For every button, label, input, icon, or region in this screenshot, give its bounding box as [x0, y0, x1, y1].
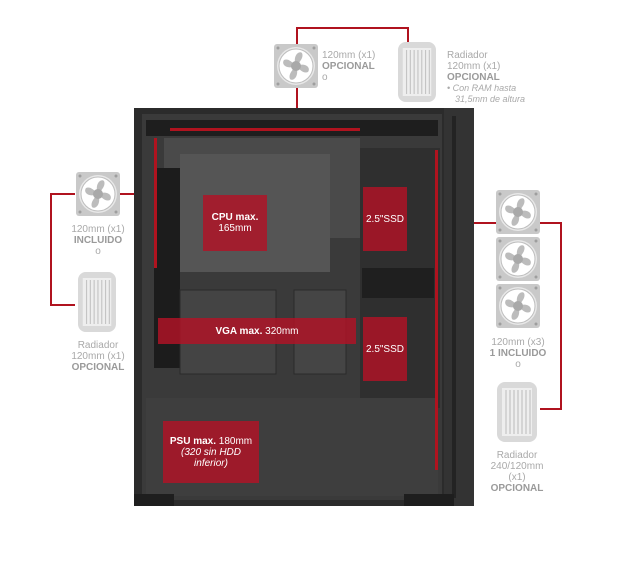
vga-clearance-zone: VGA max. 320mm	[158, 318, 356, 344]
connector-rear-horizontal-bottom	[50, 304, 75, 306]
front-radiator-size: 240/120mm	[490, 461, 544, 472]
psu-note-1: (320 sin HDD	[180, 446, 242, 458]
top-fan-icon	[274, 44, 318, 88]
connector-front-horizontal-bottom	[540, 408, 562, 410]
ssd-bay-1: 2.5"SSD	[363, 187, 407, 251]
connector-front-right-top	[540, 222, 562, 224]
top-fan-mount-highlight	[170, 128, 360, 131]
front-fan-2-icon	[496, 237, 540, 281]
rear-radiator-size: 120mm (x1)	[71, 351, 125, 362]
psu-note-2: inferior)	[194, 457, 228, 469]
rear-radiator-label: Radiador 120mm (x1) OPCIONAL	[60, 340, 136, 373]
front-fan-3-icon	[496, 284, 540, 328]
rear-fan-label: 120mm (x1) INCLUIDO o	[62, 224, 134, 257]
rear-fan-icon	[76, 172, 120, 216]
connector-rear-horizontal-top	[50, 193, 75, 195]
front-radiator-icon	[497, 382, 537, 442]
rear-fan-size: 120mm (x1)	[71, 224, 125, 235]
front-radiator-status: OPCIONAL	[490, 483, 544, 494]
connector-rear-vertical	[50, 193, 52, 306]
top-fan-qty: o	[322, 72, 328, 83]
connector-front-vertical	[560, 222, 562, 410]
rear-radiator-icon	[78, 272, 116, 332]
top-fan-label: 120mm (x1) OPCIONAL o	[322, 50, 375, 83]
front-fans-qty: o	[515, 359, 521, 370]
ssd1-label: 2.5"SSD	[365, 213, 404, 225]
connector-top-horizontal	[296, 27, 409, 29]
psu-label: PSU max.	[169, 435, 216, 447]
top-radiator-title: Radiador	[447, 50, 488, 61]
top-fan-status: OPCIONAL	[322, 61, 375, 72]
front-fan-1-icon	[496, 190, 540, 234]
top-radiator-note-1: • Con RAM hasta	[447, 83, 517, 93]
top-radiator-size: 120mm (x1)	[447, 61, 501, 72]
cpu-clearance-zone: CPU max.165mm	[203, 195, 267, 251]
vga-value: 320mm	[265, 325, 299, 337]
front-fans-status: 1 INCLUIDO	[489, 348, 547, 359]
rear-fan-mount-highlight	[154, 138, 157, 268]
psu-value: 180mm	[218, 435, 253, 447]
rear-radiator-title: Radiador	[77, 340, 119, 351]
cpu-label: CPU max.	[211, 212, 259, 223]
top-fan-size: 120mm (x1)	[322, 50, 376, 61]
front-radiator-title: Radiador	[496, 450, 538, 461]
rear-fan-status: INCLUIDO	[73, 235, 123, 246]
rear-fan-qty: o	[95, 246, 101, 257]
cpu-value: 165mm	[218, 223, 252, 234]
front-radiator-count: (x1)	[508, 472, 526, 483]
top-radiator-icon	[398, 42, 436, 102]
connector-top-right-vertical	[407, 27, 409, 43]
top-radiator-label: Radiador 120mm (x1) OPCIONAL • Con RAM h…	[447, 50, 525, 105]
pc-case	[134, 108, 474, 506]
rear-radiator-status: OPCIONAL	[71, 362, 125, 373]
front-radiator-label: Radiador 240/120mm (x1) OPCIONAL	[478, 450, 556, 494]
ssd-bay-2: 2.5"SSD	[363, 317, 407, 381]
top-radiator-status: OPCIONAL	[447, 72, 500, 83]
top-radiator-note-2: 31,5mm de altura	[455, 94, 526, 104]
psu-clearance-zone: PSU max. 180mm (320 sin HDD inferior)	[163, 421, 259, 483]
vga-label: VGA max.	[215, 325, 263, 337]
ssd2-label: 2.5"SSD	[365, 343, 404, 355]
front-fans-size: 120mm (x3)	[491, 337, 545, 348]
front-fan-mount-highlight	[435, 150, 438, 470]
front-fans-label: 120mm (x3) 1 INCLUIDO o	[480, 337, 556, 370]
